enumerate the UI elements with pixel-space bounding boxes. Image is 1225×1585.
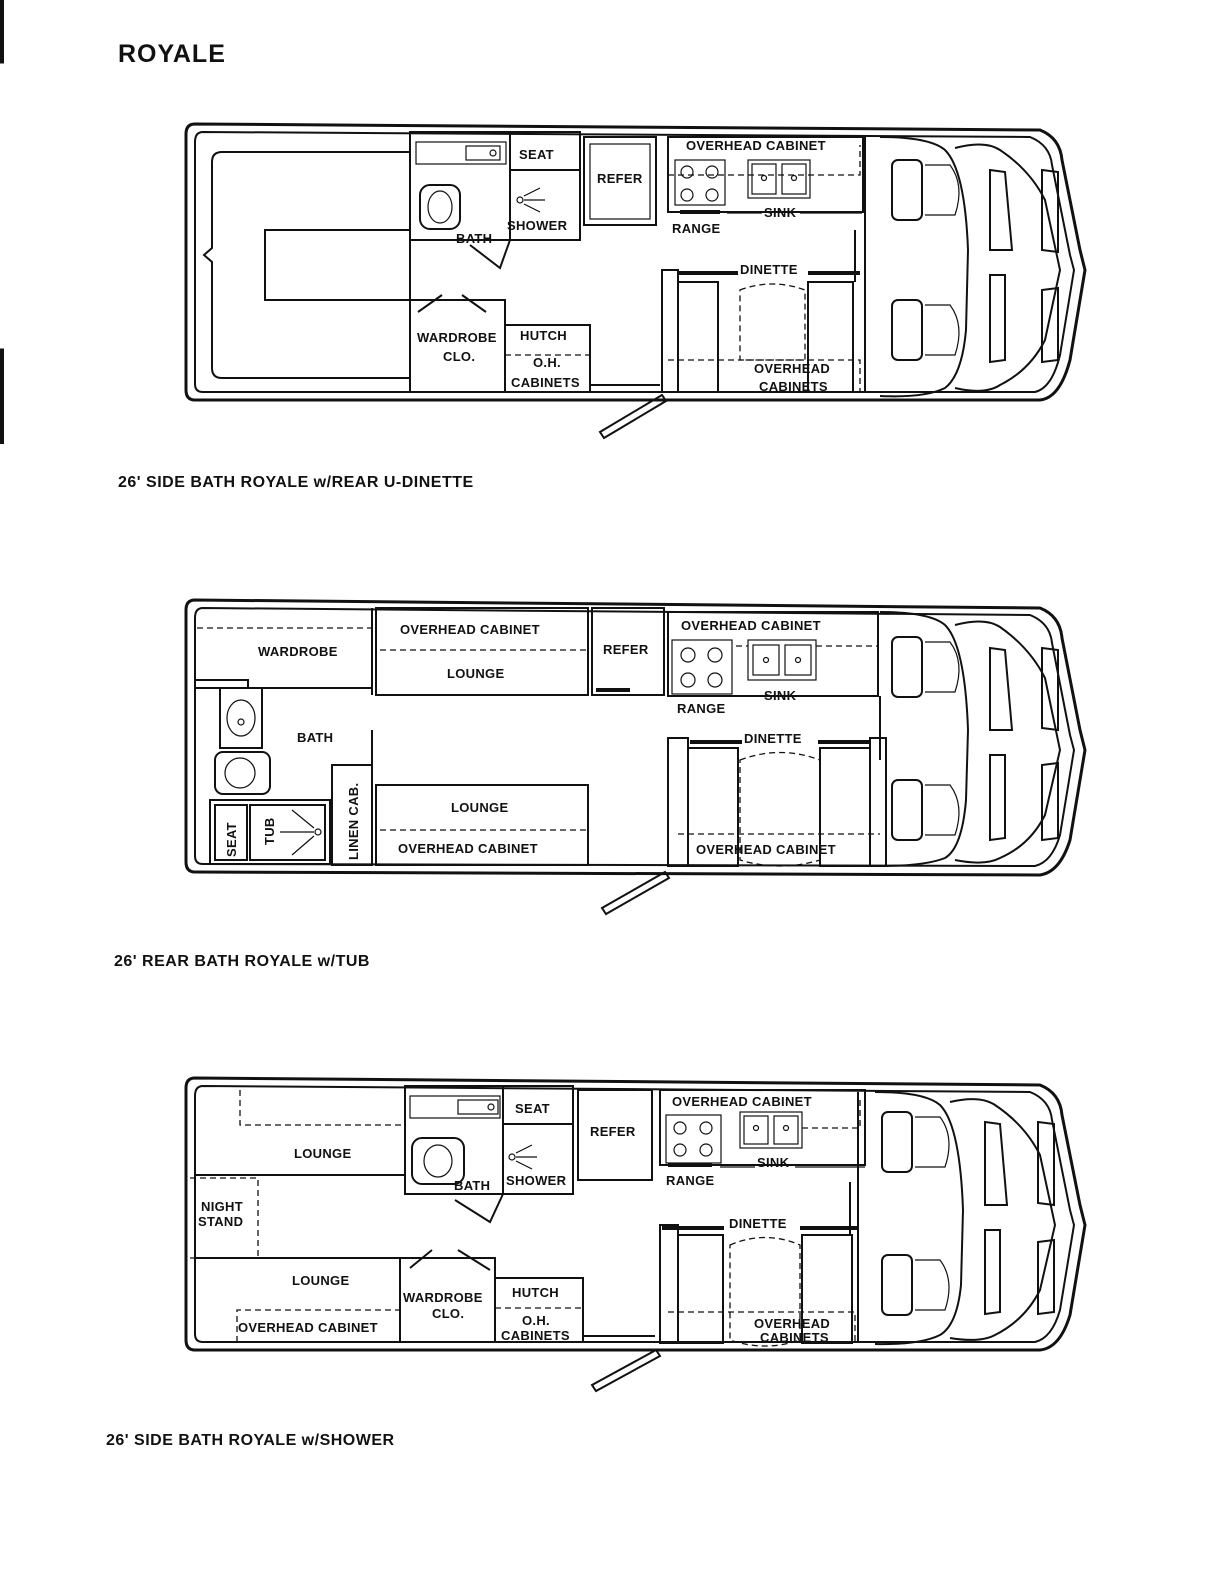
floor-plan-side-bath-u-dinette: SEAT SHOWER BATH REFER OVERHEAD CABINET …	[184, 122, 1087, 440]
floor-plan-rear-bath-tub: WARDROBE OVERHEAD CABINET LOUNGE REFER O…	[184, 598, 1087, 916]
label-sink: SINK	[764, 205, 797, 220]
label-oh: O.H.	[533, 355, 561, 370]
label-clo: CLO.	[443, 349, 475, 364]
range-burners	[671, 639, 733, 695]
floor-plan-side-bath-shower: SEAT REFER OVERHEAD CABINET LOUNGE SHOWE…	[184, 1076, 1087, 1393]
label-linen-cab: LINEN CAB.	[346, 783, 361, 860]
label-refer: REFER	[603, 642, 649, 657]
label-overhead-cabinet: OVERHEAD CABINET	[686, 138, 826, 153]
label-overhead-cabinet-top: OVERHEAD CABINET	[400, 622, 540, 637]
label-wardrobe: WARDROBE	[403, 1290, 483, 1305]
label-overhead-cabinet-bottom: OVERHEAD CABINET	[398, 841, 538, 856]
caption-plan-2: 26' REAR BATH ROYALE w/TUB	[114, 953, 370, 970]
label-sink: SINK	[764, 688, 797, 703]
caption-plan-1: 26' SIDE BATH ROYALE w/REAR U-DINETTE	[118, 474, 474, 491]
label-clo: CLO.	[432, 1306, 464, 1321]
label-overhead-cabinet: OVERHEAD CABINET	[672, 1094, 812, 1109]
scan-edge	[0, 0, 4, 1585]
page-title: ROYALE	[118, 40, 226, 68]
label-wardrobe: WARDROBE	[258, 644, 338, 659]
label-seat: SEAT	[519, 147, 554, 162]
label-overhead-cabinet-galley: OVERHEAD CABINET	[681, 618, 821, 633]
label-lounge-top: LOUNGE	[447, 666, 504, 681]
label-overhead: OVERHEAD	[754, 1316, 830, 1331]
label-range: RANGE	[677, 701, 725, 716]
label-bath: BATH	[297, 730, 333, 745]
label-dinette: DINETTE	[744, 731, 802, 746]
label-stand: STAND	[198, 1214, 243, 1229]
label-hutch: HUTCH	[520, 328, 567, 343]
label-wardrobe: WARDROBE	[417, 330, 497, 345]
label-shower: SHOWER	[507, 218, 568, 233]
label-overhead-cabinet-dinette: OVERHEAD CABINET	[696, 842, 836, 857]
label-lounge-bottom: LOUNGE	[451, 800, 508, 815]
sink-basins	[747, 159, 811, 199]
range-burners	[674, 159, 726, 214]
label-range: RANGE	[666, 1173, 714, 1188]
label-sink: SINK	[757, 1155, 790, 1170]
label-bath: BATH	[454, 1178, 490, 1193]
label-tub: TUB	[262, 817, 277, 845]
sink-basins	[739, 1111, 803, 1149]
label-dinette: DINETTE	[740, 262, 798, 277]
label-seat: SEAT	[224, 822, 239, 857]
label-overhead-cabinet-bottom: OVERHEAD CABINET	[238, 1320, 378, 1335]
label-seat: SEAT	[515, 1101, 550, 1116]
label-cabinets: CABINETS	[759, 379, 828, 394]
label-shower: SHOWER	[506, 1173, 567, 1188]
sink-basins	[747, 639, 817, 681]
label-night: NIGHT	[201, 1199, 243, 1214]
label-dinette: DINETTE	[729, 1216, 787, 1231]
label-hutch: HUTCH	[512, 1285, 559, 1300]
range-burners	[665, 1114, 722, 1167]
label-refer: REFER	[597, 171, 643, 186]
label-bath: BATH	[456, 231, 492, 246]
label-oh: O.H.	[522, 1313, 550, 1328]
label-range: RANGE	[672, 221, 720, 236]
label-cabinets: CABINETS	[760, 1330, 829, 1345]
caption-plan-3: 26' SIDE BATH ROYALE w/SHOWER	[106, 1432, 395, 1449]
label-overhead: OVERHEAD	[754, 361, 830, 376]
label-oh-cabinets: CABINETS	[511, 375, 580, 390]
label-lounge-bottom: LOUNGE	[292, 1273, 349, 1288]
label-oh-cabinets: CABINETS	[501, 1328, 570, 1343]
label-refer: REFER	[590, 1124, 636, 1139]
label-lounge-top: LOUNGE	[294, 1146, 351, 1161]
